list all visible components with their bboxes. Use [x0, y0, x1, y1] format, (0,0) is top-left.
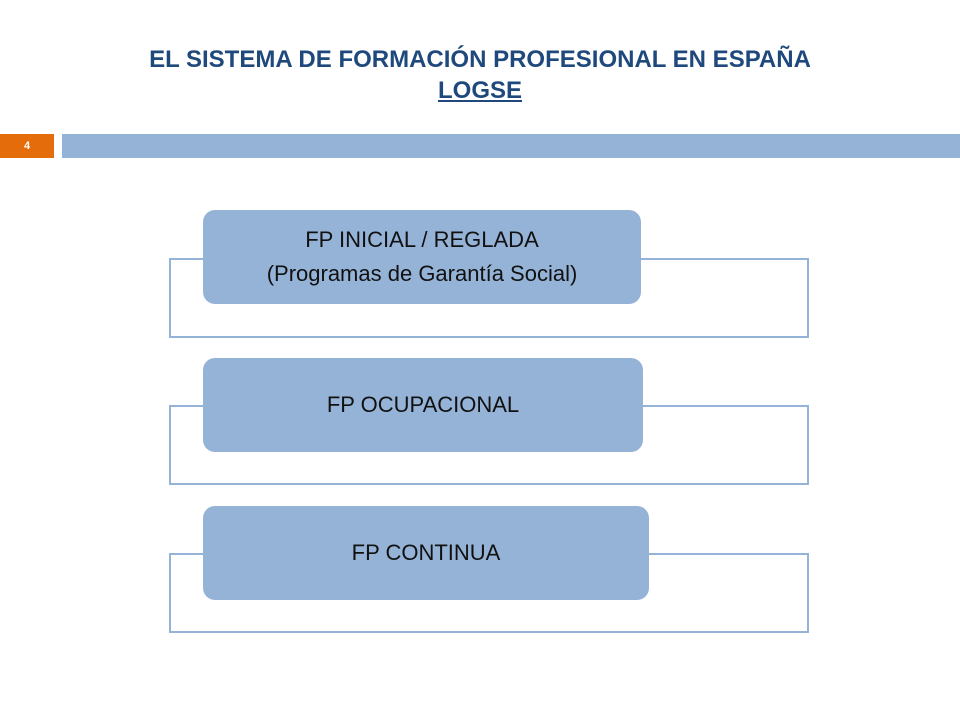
slide-number-badge: 4	[0, 134, 54, 158]
subtitle-text: LOGSE	[437, 77, 522, 104]
item-label-fp-ocupacional: FP OCUPACIONAL	[326, 392, 520, 417]
slide-title: EL SISTEMA DE FORMACIÓN PROFESIONAL EN E…	[0, 44, 960, 106]
item-box-fp-inicial: FP INICIAL / REGLADA (Programas de Garan…	[203, 210, 641, 304]
item-box-fp-continua: FP CONTINUA	[203, 506, 649, 600]
item-sublabel-fp-inicial: (Programas de Garantía Social)	[266, 261, 578, 286]
item-label-fp-inicial: FP INICIAL / REGLADA	[305, 227, 539, 252]
header-accent-bar	[62, 134, 960, 158]
title-text: EL SISTEMA DE FORMACIÓN PROFESIONAL EN E…	[149, 46, 811, 73]
item-label-fp-continua: FP CONTINUA	[351, 540, 501, 565]
item-box-fp-ocupacional: FP OCUPACIONAL	[203, 358, 643, 452]
